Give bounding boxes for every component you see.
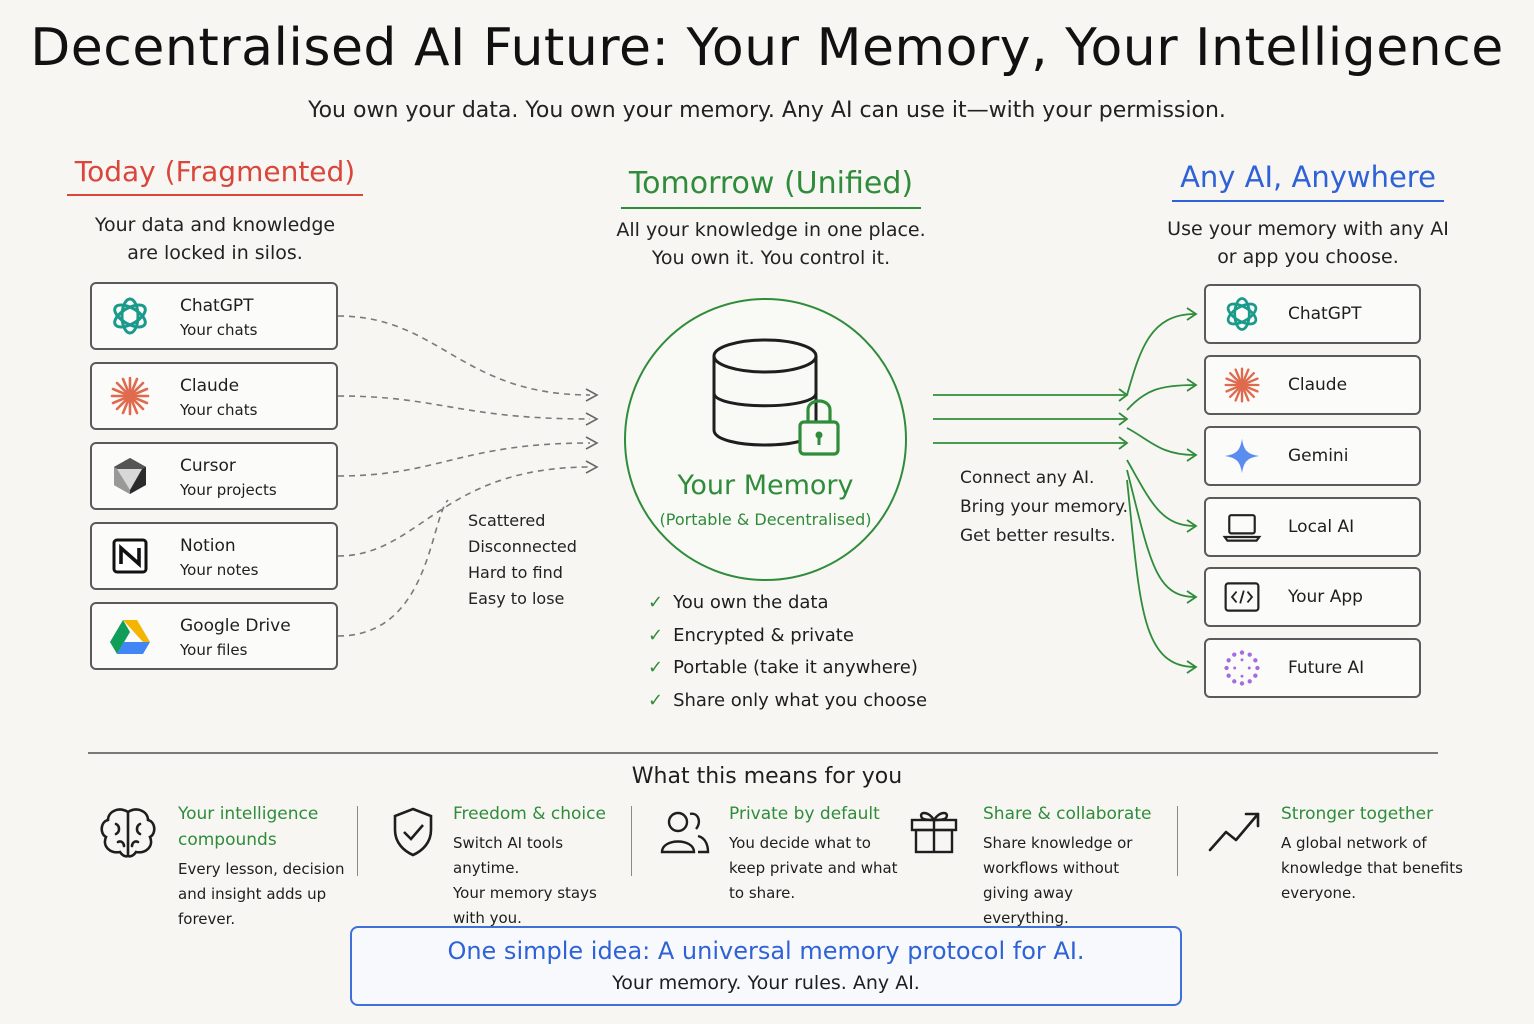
check-item: ✓Portable (take it anywhere) [648, 657, 918, 678]
memory-subtitle: (Portable & Decentralised) [659, 510, 872, 529]
gift-icon [910, 811, 958, 854]
idea-box: One simple idea: A universal memory prot… [350, 926, 1182, 1006]
card-desc: Your notes [180, 561, 259, 579]
notion-icon [112, 538, 148, 574]
chatgpt-icon [1226, 297, 1258, 331]
idea-tagline: Your memory. Your rules. Any AI. [612, 972, 920, 994]
today-card-cursor: Cursor Your projects [90, 442, 338, 510]
tomorrow-description: All your knowledge in one place.You own … [616, 219, 926, 269]
code-icon [1224, 582, 1260, 612]
benefit-separator [1177, 806, 1178, 876]
brain-icon [100, 808, 156, 858]
gemini-icon [1224, 438, 1260, 474]
check-item: ✓Share only what you choose [648, 689, 928, 711]
card-name: Local AI [1288, 517, 1355, 537]
google-drive-icon [110, 620, 150, 654]
card-desc: Your projects [180, 481, 277, 499]
card-name: Google Drive [180, 616, 291, 636]
today-heading: Today (Fragmented) [60, 155, 370, 196]
card-name: Notion [180, 536, 236, 556]
any-card-gemini: Gemini [1204, 426, 1421, 486]
check-item: ✓You own the data [648, 592, 829, 613]
anywhere-heading: Any AI, Anywhere [1150, 160, 1466, 202]
any-card-your-app: Your App [1204, 567, 1421, 627]
check-icon: ✓ [648, 592, 664, 613]
card-desc: Your files [180, 641, 248, 659]
idea-headline: One simple idea: A universal memory prot… [447, 937, 1085, 965]
check-item: ✓Encrypted & private [648, 624, 854, 646]
claude-icon [1224, 367, 1260, 403]
problems-list: Scattered Disconnected Hard to find Easy… [468, 508, 577, 612]
trend-up-icon [1208, 812, 1260, 852]
check-icon: ✓ [648, 689, 664, 711]
benefit-separator [631, 806, 632, 876]
shield-check-icon [393, 807, 433, 857]
database-lock-icon [712, 338, 840, 456]
laptop-icon [1222, 514, 1262, 542]
card-name: Future AI [1288, 658, 1365, 678]
page-title: Decentralised AI Future: Your Memory, Yo… [30, 18, 1504, 78]
card-name: Claude [180, 376, 240, 396]
connect-text: Connect any AI.Bring your memory.Get bet… [960, 468, 1128, 546]
claude-icon [110, 376, 150, 416]
card-name: ChatGPT [180, 296, 254, 316]
users-icon [660, 811, 710, 854]
section-divider [88, 752, 1438, 754]
problem-item: Hard to find [468, 563, 563, 582]
problem-item: Easy to lose [468, 589, 565, 608]
today-card-notion: Notion Your notes [90, 522, 338, 590]
memory-title: Your Memory [677, 470, 854, 501]
chatgpt-icon [113, 297, 147, 335]
means-heading: What this means for you [631, 764, 903, 789]
card-name: Your App [1288, 587, 1363, 607]
card-name: Cursor [180, 456, 236, 476]
tomorrow-heading: Tomorrow (Unified) [566, 166, 976, 209]
cursor-icon [114, 458, 146, 494]
check-icon: ✓ [648, 624, 664, 646]
today-card-chatgpt: ChatGPT Your chats [90, 282, 338, 350]
today-card-claude: Claude Your chats [90, 362, 338, 430]
any-card-chatgpt: ChatGPT [1204, 284, 1421, 344]
benefit-compounds: Your intelligence compounds Every lesson… [178, 804, 345, 928]
any-card-claude: Claude [1204, 355, 1421, 415]
memory-benefits-list: ✓You own the data ✓Encrypted & private ✓… [648, 587, 927, 717]
card-name: Gemini [1288, 446, 1349, 466]
any-card-future-ai: Future AI [1204, 638, 1421, 698]
problem-item: Scattered [468, 511, 546, 530]
future-ai-icon [1224, 650, 1260, 686]
card-name: Claude [1288, 375, 1348, 395]
check-icon: ✓ [648, 657, 664, 678]
card-name: ChatGPT [1288, 304, 1362, 324]
benefit-separator [357, 806, 358, 876]
card-desc: Your chats [180, 401, 258, 419]
benefit-freedom: Freedom & choice Switch AI tools anytime… [453, 804, 606, 927]
page-subtitle: You own your data. You own your memory. … [308, 98, 1226, 123]
any-card-local-ai: Local AI [1204, 497, 1421, 557]
today-card-google-drive: Google Drive Your files [90, 602, 338, 670]
problem-item: Disconnected [468, 537, 577, 556]
card-desc: Your chats [180, 321, 258, 339]
